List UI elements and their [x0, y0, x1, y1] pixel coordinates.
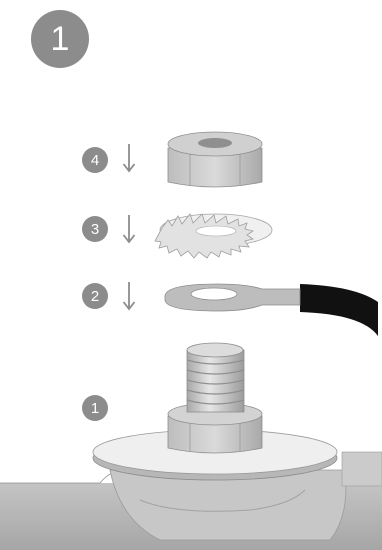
part-label-2: 2 — [82, 283, 108, 309]
part-label-3: 3 — [82, 216, 108, 242]
part-label-4: 4 — [82, 147, 108, 173]
arrow-down-icon — [122, 143, 136, 173]
arrow-down-icon — [122, 281, 136, 311]
lock-washer-part — [155, 214, 272, 258]
step-number-badge: 1 — [31, 10, 89, 68]
threaded-stud — [187, 343, 244, 412]
part-label-1: 1 — [82, 395, 108, 421]
hex-nut-part — [168, 132, 262, 187]
ring-terminal-part — [165, 284, 378, 336]
arrow-down-icon — [122, 214, 136, 244]
